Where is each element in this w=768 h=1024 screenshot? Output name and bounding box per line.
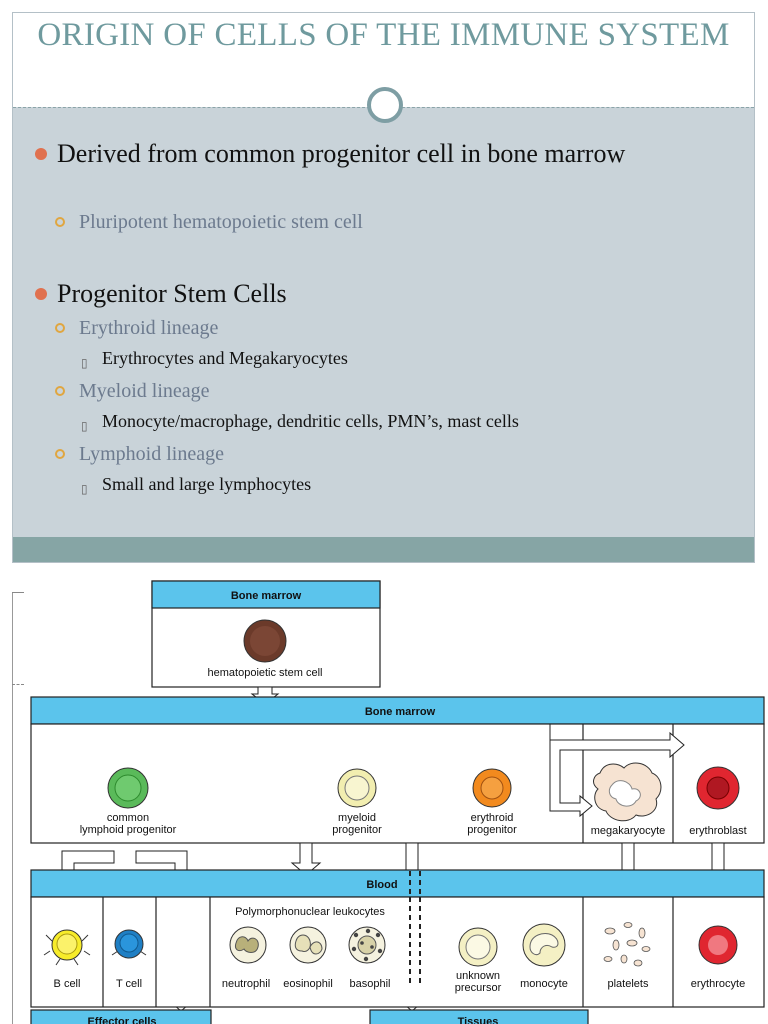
margin-tick-dashed <box>12 684 24 685</box>
top-bone-marrow-label: Bone marrow <box>231 590 302 602</box>
erythrocyte-label: erythrocyte <box>691 978 745 990</box>
neutrophil-icon <box>229 926 267 964</box>
hematopoiesis-diagram: Bone marrow hematopoietic stem cell Bone… <box>30 580 765 1024</box>
bullet-derived: Derived from common progenitor cell in b… <box>35 137 695 170</box>
platelets-label: platelets <box>608 978 649 990</box>
tissues-band <box>369 1009 589 1024</box>
sub-bullet-myeloid: Myeloid lineage <box>55 378 210 404</box>
unknown-precursor-label-2: precursor <box>455 982 502 994</box>
margin-tick <box>12 592 24 593</box>
eosinophil-label: eosinophil <box>283 978 333 990</box>
sub-bullet-pluripotent: Pluripotent hematopoietic stem cell <box>55 209 363 235</box>
b-cell-label: B cell <box>54 978 81 990</box>
monocyte-icon <box>522 923 566 967</box>
lymphoid-progenitor-label-1: common <box>107 812 149 824</box>
b-cell-icon <box>43 929 91 966</box>
eosinophil-icon <box>289 926 327 964</box>
slide: ORIGIN OF CELLS OF THE IMMUNE SYSTEM Der… <box>12 12 755 563</box>
blood-cells-region <box>30 896 765 1008</box>
t-cell-label: T cell <box>116 978 142 990</box>
basophil-label: basophil <box>350 978 391 990</box>
tissues-label: Tissues <box>458 1016 499 1024</box>
arrow-to-megakaryocyte <box>549 724 685 818</box>
stem-cell-label: hematopoietic stem cell <box>208 667 323 679</box>
bullet-dot-icon <box>35 288 47 300</box>
erythrocyte-icon <box>698 925 738 965</box>
sub-bullet-erythroid: Erythroid lineage <box>55 315 218 341</box>
effector-cells-band <box>30 1009 212 1024</box>
erythroid-progenitor-label-2: progenitor <box>467 824 517 836</box>
erythroid-progenitor-label-1: erythroid <box>471 812 514 824</box>
slide-footer-band <box>13 537 754 562</box>
myeloid-progenitor-label-1: myeloid <box>338 812 376 824</box>
bone-marrow-band-label: Bone marrow <box>365 706 436 718</box>
slide-title: ORIGIN OF CELLS OF THE IMMUNE SYSTEM <box>37 17 730 53</box>
sub-sub-bullet-lymphocytes: ▯ Small and large lymphocytes <box>81 472 311 496</box>
ring-bullet-icon <box>55 217 65 227</box>
margin-line <box>12 592 13 1024</box>
blood-band <box>30 869 765 898</box>
megakaryocyte-label: megakaryocyte <box>591 825 666 837</box>
t-cell-icon <box>111 929 147 959</box>
blood-band-label: Blood <box>366 879 397 891</box>
bone-marrow-band <box>30 696 765 725</box>
lymphoid-progenitor-label-2: lymphoid progenitor <box>80 824 177 836</box>
square-bullet-icon: ▯ <box>81 419 88 433</box>
bullet-progenitor: Progenitor Stem Cells <box>35 277 695 310</box>
pmn-header: Polymorphonuclear leukocytes <box>235 906 385 918</box>
square-bullet-icon: ▯ <box>81 356 88 370</box>
sub-sub-bullet-monocyte: ▯ Monocyte/macrophage, dendritic cells, … <box>81 409 519 433</box>
top-bone-marrow-band <box>151 580 381 609</box>
basophil-icon <box>348 926 386 964</box>
ring-bullet-icon <box>55 323 65 333</box>
neutrophil-label: neutrophil <box>222 978 270 990</box>
unknown-precursor-icon <box>458 927 498 967</box>
platelets-icon <box>603 922 651 967</box>
arrow-myeloid-blood <box>290 842 322 876</box>
stem-cell-nucleus-icon <box>250 626 280 656</box>
ring-bullet-icon <box>55 386 65 396</box>
square-bullet-icon: ▯ <box>81 482 88 496</box>
ring-bullet-icon <box>55 449 65 459</box>
sub-bullet-lymphoid: Lymphoid lineage <box>55 441 224 467</box>
sub-sub-bullet-erythrocytes: ▯ Erythrocytes and Megakaryocytes <box>81 346 348 370</box>
unknown-precursor-label-1: unknown <box>456 970 500 982</box>
effector-cells-label: Effector cells <box>87 1016 156 1024</box>
bullet-dot-icon <box>35 148 47 160</box>
title-circle-ornament <box>367 87 403 123</box>
myeloid-progenitor-label-2: progenitor <box>332 824 382 836</box>
erythroblast-label: erythroblast <box>689 825 746 837</box>
monocyte-label: monocyte <box>520 978 568 990</box>
